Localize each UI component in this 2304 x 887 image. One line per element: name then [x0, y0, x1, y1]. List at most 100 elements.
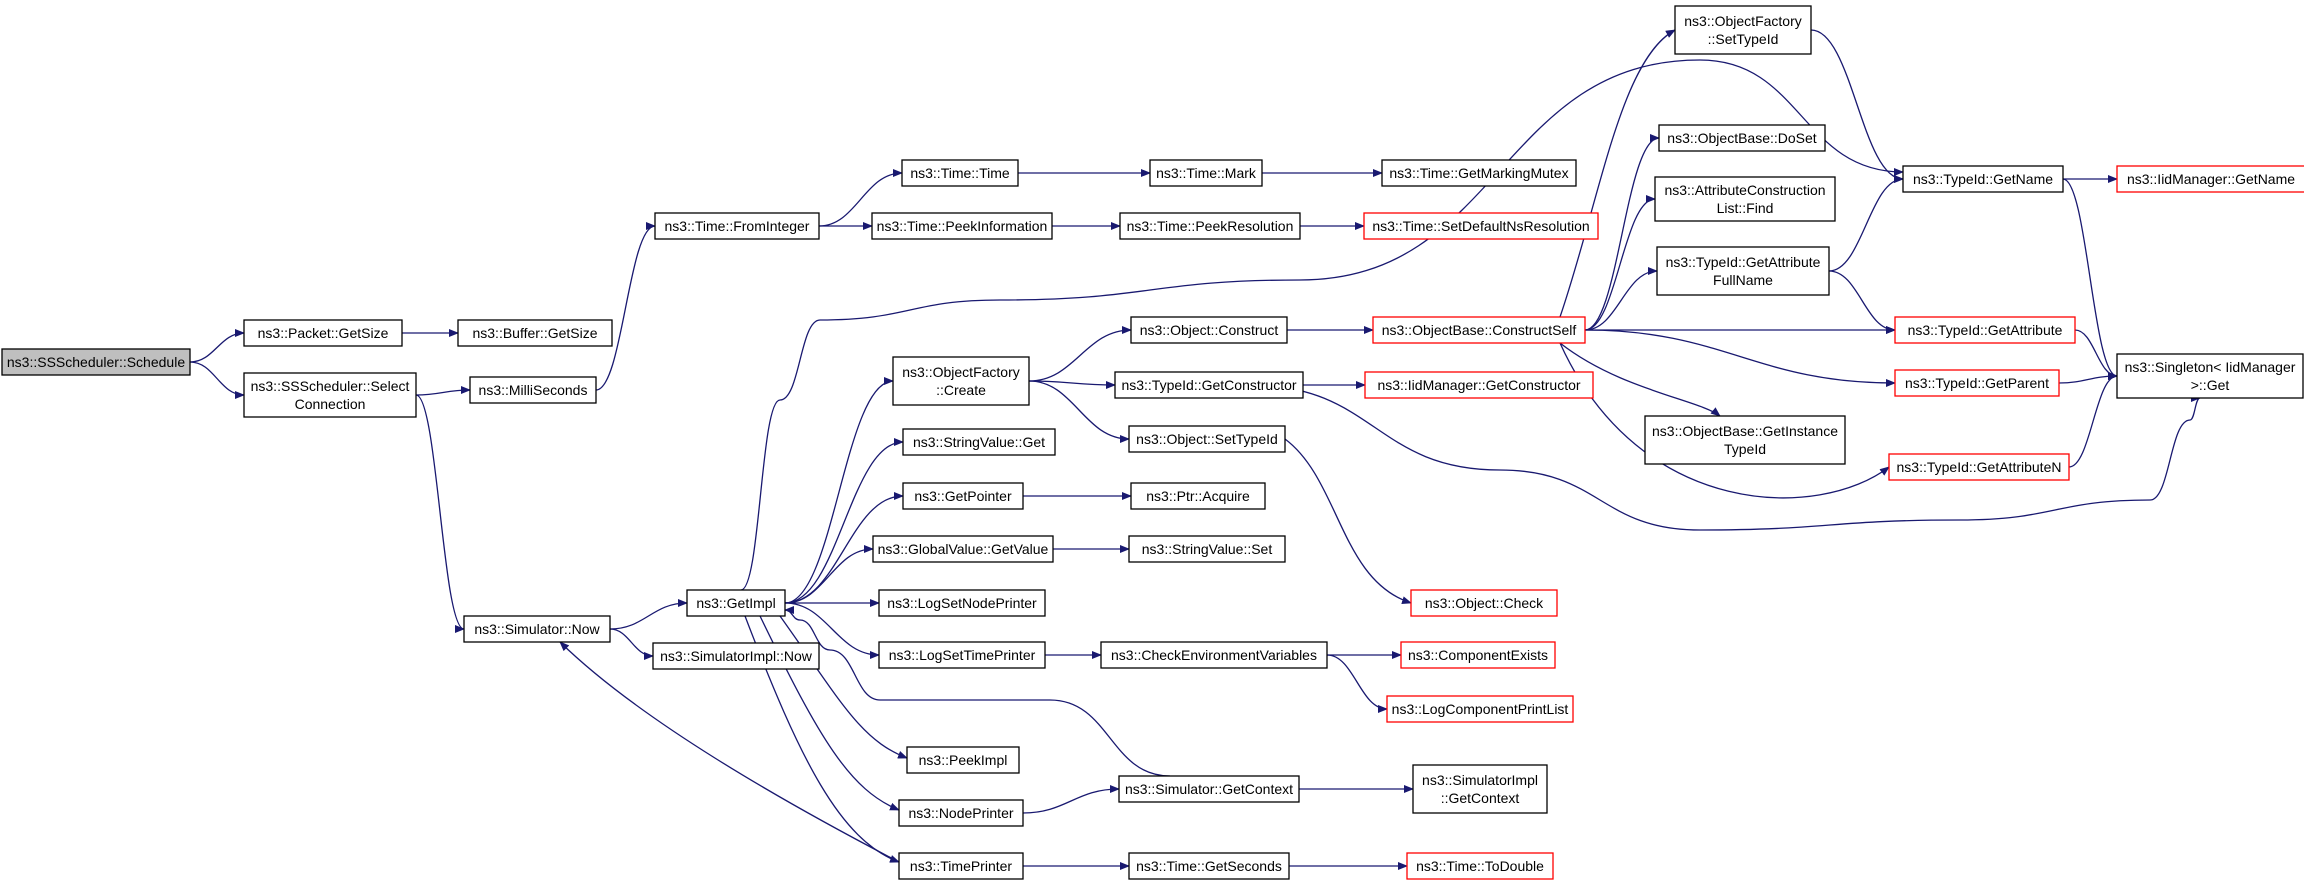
node-box[interactable] [878, 589, 1046, 617]
node-box[interactable] [1386, 695, 1574, 723]
node-box[interactable] [1400, 641, 1556, 669]
node-simulator-now[interactable]: ns3::Simulator::Now [463, 615, 611, 643]
node-box[interactable] [902, 482, 1024, 510]
node-typeid-getparent[interactable]: ns3::TypeId::GetParent [1894, 369, 2060, 397]
node-time-peekinformation[interactable]: ns3::Time::PeekInformation [871, 212, 1053, 240]
node-box[interactable] [1902, 165, 2064, 193]
node-box[interactable] [1363, 212, 1599, 240]
node-box[interactable] [2116, 165, 2304, 193]
node-timeprinter[interactable]: ns3::TimePrinter [898, 852, 1024, 880]
node-time-setdefaultnsresolution[interactable]: ns3::Time::SetDefaultNsResolution [1363, 212, 1599, 240]
node-box[interactable] [1658, 124, 1826, 152]
node-box[interactable] [902, 428, 1056, 456]
node-stringvalue-set[interactable]: ns3::StringValue::Set [1128, 535, 1286, 563]
node-object-construct[interactable]: ns3::Object::Construct [1130, 316, 1288, 344]
node-simulatorimpl-now[interactable]: ns3::SimulatorImpl::Now [652, 642, 820, 670]
node-box[interactable] [1654, 176, 1836, 222]
node-time-frominteger[interactable]: ns3::Time::FromInteger [654, 212, 820, 240]
node-buffer-getsize[interactable]: ns3::Buffer::GetSize [457, 319, 613, 347]
node-nodeprinter[interactable]: ns3::NodePrinter [898, 799, 1024, 827]
node-typeid-getconstructor[interactable]: ns3::TypeId::GetConstructor [1114, 371, 1304, 399]
node-box[interactable] [1, 348, 191, 376]
node-box[interactable] [898, 799, 1024, 827]
node-box[interactable] [1894, 316, 2076, 344]
node-time-getseconds[interactable]: ns3::Time::GetSeconds [1128, 852, 1290, 880]
node-object-check[interactable]: ns3::Object::Check [1410, 589, 1558, 617]
node-time-peekresolution[interactable]: ns3::Time::PeekResolution [1119, 212, 1301, 240]
node-globalvalue-getvalue[interactable]: ns3::GlobalValue::GetValue [872, 535, 1054, 563]
node-box[interactable] [654, 212, 820, 240]
node-time-time[interactable]: ns3::Time::Time [901, 159, 1019, 187]
node-getpointer[interactable]: ns3::GetPointer [902, 482, 1024, 510]
node-box[interactable] [878, 641, 1046, 669]
node-box[interactable] [1128, 535, 1286, 563]
node-simulator-getcontext[interactable]: ns3::Simulator::GetContext [1118, 775, 1300, 803]
node-time-mark[interactable]: ns3::Time::Mark [1149, 159, 1263, 187]
node-milliseconds[interactable]: ns3::MilliSeconds [469, 376, 597, 404]
node-box[interactable] [1149, 159, 1263, 187]
node-box[interactable] [1364, 371, 1594, 399]
node-box[interactable] [1888, 453, 2070, 481]
node-box[interactable] [1128, 425, 1286, 453]
node-componentexists[interactable]: ns3::ComponentExists [1400, 641, 1556, 669]
node-objectfactory-create[interactable]: ns3::ObjectFactory::Create [892, 356, 1030, 406]
node-box[interactable] [686, 589, 786, 617]
node-box[interactable] [2116, 353, 2304, 399]
node-box[interactable] [1114, 371, 1304, 399]
node-checkenvironmentvariables[interactable]: ns3::CheckEnvironmentVariables [1100, 641, 1328, 669]
node-box[interactable] [1412, 764, 1548, 814]
node-typeid-getattributen[interactable]: ns3::TypeId::GetAttributeN [1888, 453, 2070, 481]
node-box[interactable] [243, 319, 403, 347]
node-box[interactable] [1644, 415, 1846, 465]
node-box[interactable] [871, 212, 1053, 240]
node-objectfactory-settypeid[interactable]: ns3::ObjectFactory::SetTypeId [1674, 5, 1812, 55]
node-logsetnodeprinter[interactable]: ns3::LogSetNodePrinter [878, 589, 1046, 617]
node-stringvalue-get[interactable]: ns3::StringValue::Get [902, 428, 1056, 456]
node-iidmanager-getname[interactable]: ns3::IidManager::GetName [2116, 165, 2304, 193]
node-peekimpl[interactable]: ns3::PeekImpl [906, 746, 1020, 774]
node-box[interactable] [1119, 212, 1301, 240]
node-box[interactable] [892, 356, 1030, 406]
node-box[interactable] [1410, 589, 1558, 617]
node-typeid-getname[interactable]: ns3::TypeId::GetName [1902, 165, 2064, 193]
node-box[interactable] [1118, 775, 1300, 803]
node-box[interactable] [1100, 641, 1328, 669]
node-box[interactable] [906, 746, 1020, 774]
node-box[interactable] [469, 376, 597, 404]
node-box[interactable] [1894, 369, 2060, 397]
node-box[interactable] [1372, 316, 1586, 344]
node-box[interactable] [1381, 159, 1577, 187]
node-packet-getsize[interactable]: ns3::Packet::GetSize [243, 319, 403, 347]
node-box[interactable] [1674, 5, 1812, 55]
node-schedule[interactable]: ns3::SSScheduler::Schedule [1, 348, 191, 376]
node-simulatorimpl-getcontext[interactable]: ns3::SimulatorImpl::GetContext [1412, 764, 1548, 814]
node-typeid-getattribute[interactable]: ns3::TypeId::GetAttribute [1894, 316, 2076, 344]
node-box[interactable] [1128, 852, 1290, 880]
node-box[interactable] [1656, 246, 1830, 296]
node-box[interactable] [243, 372, 417, 418]
node-box[interactable] [652, 642, 820, 670]
node-time-getmarkingmutex[interactable]: ns3::Time::GetMarkingMutex [1381, 159, 1577, 187]
node-objectbase-constructself[interactable]: ns3::ObjectBase::ConstructSelf [1372, 316, 1586, 344]
node-box[interactable] [872, 535, 1054, 563]
node-box[interactable] [1406, 852, 1554, 880]
node-box[interactable] [898, 852, 1024, 880]
node-box[interactable] [457, 319, 613, 347]
node-ptr-acquire[interactable]: ns3::Ptr::Acquire [1130, 482, 1266, 510]
node-box[interactable] [901, 159, 1019, 187]
node-getimpl[interactable]: ns3::GetImpl [686, 589, 786, 617]
node-box[interactable] [463, 615, 611, 643]
node-singleton-get[interactable]: ns3::Singleton< IidManager>::Get [2116, 353, 2304, 399]
node-objectbase-doset[interactable]: ns3::ObjectBase::DoSet [1658, 124, 1826, 152]
node-time-todouble[interactable]: ns3::Time::ToDouble [1406, 852, 1554, 880]
node-box[interactable] [1130, 482, 1266, 510]
node-logsettimeprinter[interactable]: ns3::LogSetTimePrinter [878, 641, 1046, 669]
node-iidmanager-getconstructor[interactable]: ns3::IidManager::GetConstructor [1364, 371, 1594, 399]
node-box[interactable] [1130, 316, 1288, 344]
node-logcomponentprintlist[interactable]: ns3::LogComponentPrintList [1386, 695, 1574, 723]
node-object-settypeid[interactable]: ns3::Object::SetTypeId [1128, 425, 1286, 453]
